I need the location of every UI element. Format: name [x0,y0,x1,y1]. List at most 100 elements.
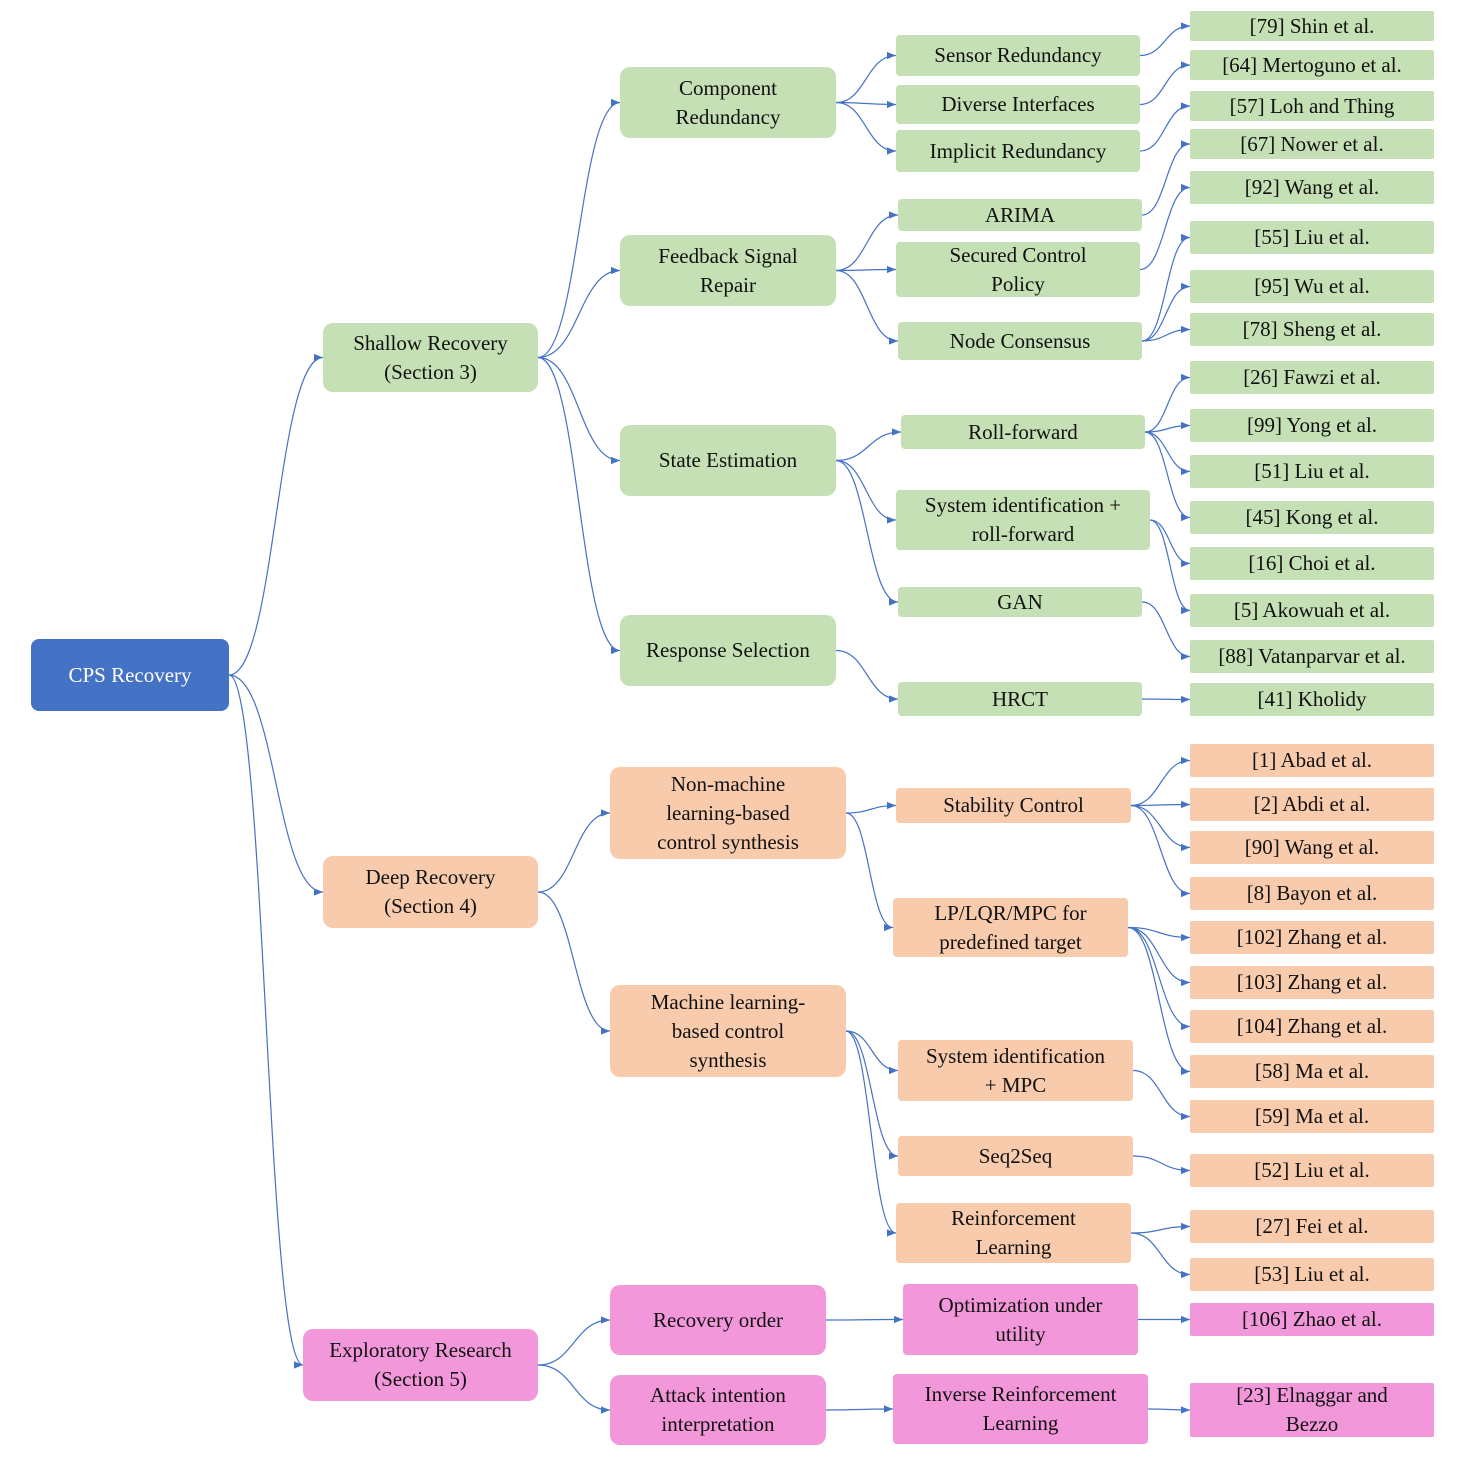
connector-category-to-method [825,1315,904,1324]
connector-method-to-reference [1149,519,1191,615]
category-node: Feedback Signal Repair [620,235,836,306]
branch-node: Deep Recovery (Section 4) [323,856,538,928]
branch-node: Shallow Recovery (Section 3) [323,323,538,392]
connector-category-to-method [845,1030,897,1237]
reference-node: [90] Wang et al. [1190,831,1434,864]
connector-method-to-reference [1139,183,1191,271]
method-node: GAN [898,587,1142,617]
connector-method-to-reference [1130,1232,1191,1279]
reference-node: [45] Kong et al. [1190,501,1434,534]
connector-method-to-reference [1130,756,1191,807]
connector-category-to-method [825,1405,894,1413]
connector-method-to-reference [1144,421,1191,433]
connector-method-to-reference [1147,1406,1191,1414]
reference-node: [99] Yong et al. [1190,409,1434,442]
reference-node: [104] Zhang et al. [1190,1010,1434,1043]
reference-node: [53] Liu et al. [1190,1258,1434,1291]
reference-node: [52] Liu et al. [1190,1154,1434,1187]
connector-branch-to-category [537,266,621,359]
reference-node: [67] Nower et al. [1190,129,1434,159]
category-node: Component Redundancy [620,67,836,138]
category-node: Machine learning- based control synthesi… [610,985,846,1077]
method-node: Implicit Redundancy [896,130,1140,172]
reference-node: [88] Vatanparvar et al. [1190,640,1434,673]
connector-category-to-method [835,269,899,345]
connector-method-to-reference [1141,601,1191,661]
connector-branch-to-category [537,356,621,655]
connector-method-to-reference [1127,926,1191,987]
method-node: Sensor Redundancy [896,35,1140,76]
connector-method-to-reference [1139,22,1191,57]
reference-node: [51] Liu et al. [1190,455,1434,488]
reference-node: [92] Wang et al. [1190,171,1434,204]
method-node: Seq2Seq [898,1136,1133,1176]
category-node: Recovery order [610,1285,826,1355]
connector-method-to-reference [1132,1069,1191,1121]
connector-method-to-reference [1149,519,1191,568]
connector-category-to-method [845,801,897,814]
reference-node: [23] Elnaggar and Bezzo [1190,1383,1434,1437]
root-node: CPS Recovery [31,639,229,711]
connector-branch-to-category [537,891,611,1035]
connector-method-to-reference [1141,282,1191,342]
method-node: Diverse Interfaces [896,85,1140,124]
reference-node: [2] Abdi et al. [1190,788,1434,821]
method-node: Roll-forward [901,415,1145,449]
connector-category-to-method [835,459,897,524]
category-node: Non-machine learning-based control synth… [610,767,846,859]
connector-method-to-reference [1130,804,1191,898]
method-node: Stability Control [896,788,1131,823]
method-node: HRCT [898,682,1142,716]
connector-method-to-reference [1144,431,1191,476]
connector-method-to-reference [1132,1155,1191,1175]
connector-method-to-reference [1141,140,1191,216]
connector-category-to-method [835,649,899,703]
connector-root-to-branch [228,674,304,1369]
connector-root-to-branch [228,674,324,896]
branch-node: Exploratory Research (Section 5) [303,1329,538,1401]
reference-node: [5] Akowuah et al. [1190,594,1434,627]
method-node: ARIMA [898,199,1142,231]
method-node: Node Consensus [898,322,1142,360]
reference-node: [27] Fei et al. [1190,1210,1434,1243]
connector-branch-to-category [537,356,621,465]
method-node: System identification + roll-forward [896,490,1150,550]
connector-category-to-method [845,1030,899,1075]
method-node: Optimization under utility [903,1284,1138,1355]
connector-method-to-reference [1144,373,1191,433]
connector-category-to-method [835,101,897,155]
connector-method-to-reference [1127,926,1191,1031]
reference-node: [59] Ma et al. [1190,1100,1434,1133]
connector-branch-to-category [537,1316,611,1366]
reference-node: [103] Zhang et al. [1190,966,1434,999]
reference-node: [79] Shin et al. [1190,11,1434,41]
reference-node: [95] Wu et al. [1190,270,1434,303]
reference-node: [1] Abad et al. [1190,744,1434,777]
connector-method-to-reference [1127,926,1191,942]
connector-category-to-method [835,211,899,272]
connector-method-to-reference [1139,102,1191,152]
reference-node: [8] Bayon et al. [1190,877,1434,910]
connector-root-to-branch [228,353,324,676]
connector-branch-to-category [537,98,621,359]
method-node: Reinforcement Learning [896,1203,1131,1263]
method-node: Inverse Reinforcement Learning [893,1374,1148,1444]
connector-branch-to-category [537,1364,611,1414]
connector-method-to-reference [1130,804,1191,852]
connector-method-to-reference [1130,1222,1191,1234]
connector-method-to-reference [1130,800,1191,809]
reference-node: [16] Choi et al. [1190,547,1434,580]
reference-node: [64] Mertoguno et al. [1190,50,1434,80]
category-node: Attack intention interpretation [610,1375,826,1445]
method-node: Secured Control Policy [896,242,1140,297]
connector-method-to-reference [1144,431,1191,522]
reference-node: [41] Kholidy [1190,683,1434,716]
connector-category-to-method [835,265,897,274]
reference-node: [78] Sheng et al. [1190,313,1434,346]
reference-node: [102] Zhang et al. [1190,921,1434,954]
connector-method-to-reference [1141,695,1191,704]
connector-category-to-method [835,100,897,109]
reference-node: [55] Liu et al. [1190,221,1434,254]
